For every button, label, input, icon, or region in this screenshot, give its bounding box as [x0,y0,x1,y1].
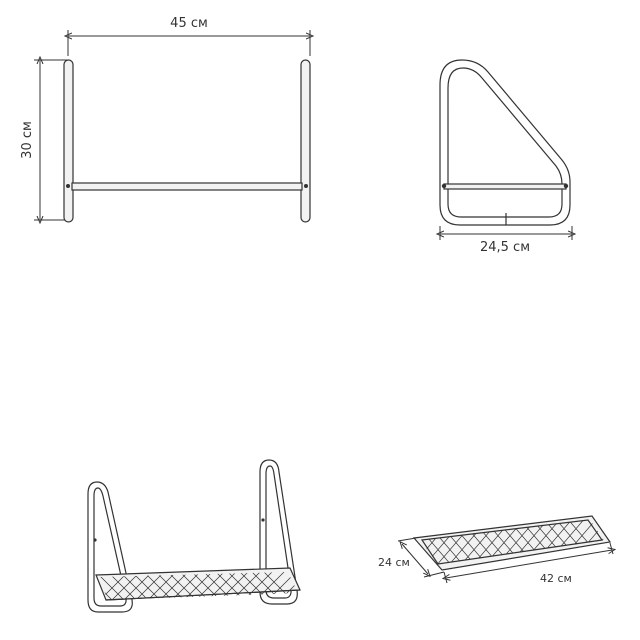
screw-dot [261,518,265,522]
screw-dot [563,183,569,189]
front-left-upright [63,59,74,223]
shelf-front-edge [105,589,301,601]
screw-dot [304,184,308,188]
shelf-width-label: 42 см [540,572,572,585]
shelf-panel-view: 24 см 42 см [378,515,640,585]
extension-line [423,571,445,578]
side-depth-label: 24,5 см [480,240,530,255]
perspective-left-frame-outer [87,481,133,613]
screw-dot [441,183,447,189]
front-view: 45 см 30 см [20,16,310,222]
shelf-width-dimension-line [446,550,612,578]
screw-dot [93,538,97,542]
extension-line [443,571,448,584]
shelf-depth-label: 24 см [378,556,410,569]
extension-line [609,542,614,555]
perspective-view [87,459,301,613]
perspective-left-frame-inner [93,487,127,607]
front-right-upright [300,59,311,223]
front-height-label: 30 см [20,121,35,159]
side-frame-inner [447,67,563,218]
side-frame-outer [439,59,571,226]
screw-dot [66,184,70,188]
front-crossbar [71,182,303,191]
shelf-depth-dimension-line [402,544,428,574]
side-shelf-bar [443,183,567,190]
extension-line [397,537,417,542]
side-view: 24,5 см [439,59,572,255]
front-width-label: 45 см [170,16,208,31]
